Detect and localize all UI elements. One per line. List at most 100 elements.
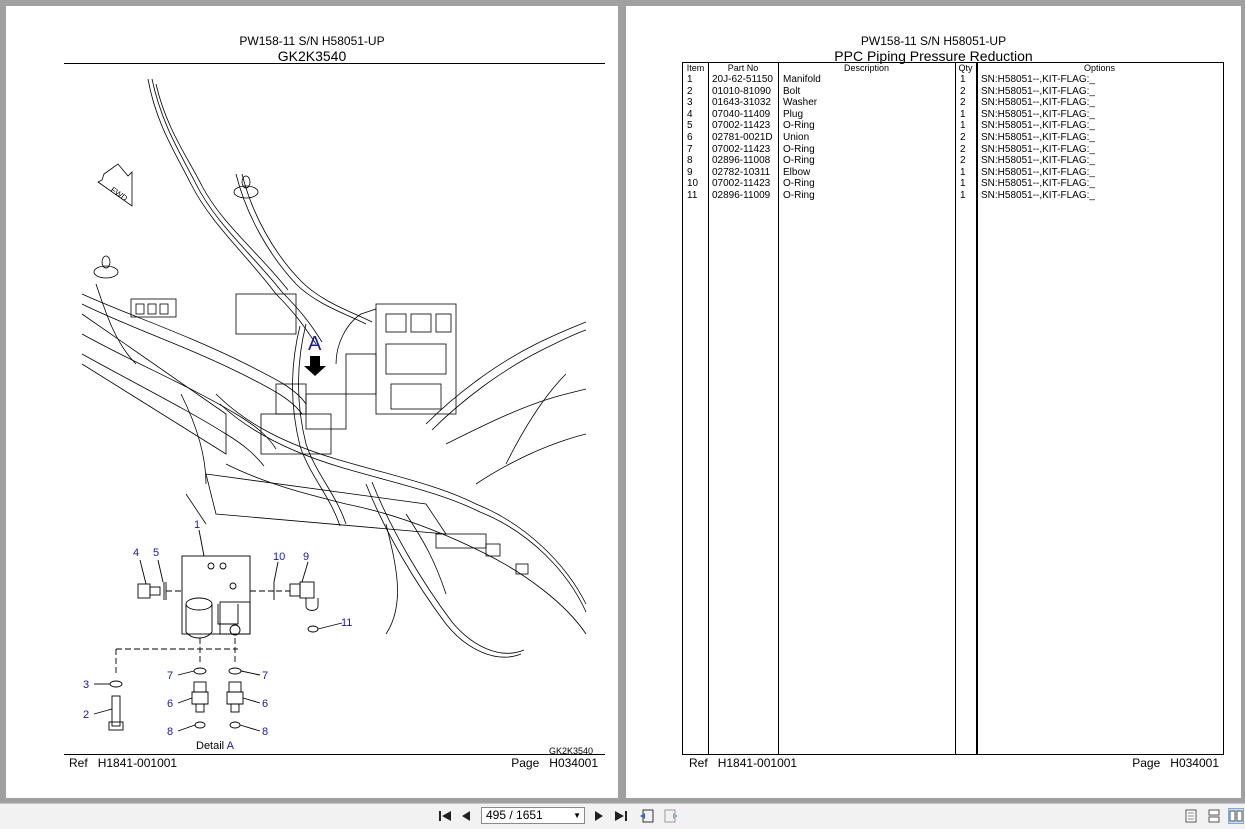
go-forward-icon[interactable] xyxy=(663,808,679,824)
cell-description: Manifold xyxy=(783,74,821,85)
cell-options: SN:H58051--,KIT-FLAG:_ xyxy=(981,155,1095,167)
callout-5: 5 xyxy=(153,547,159,559)
cell-description: O-Ring xyxy=(783,178,815,190)
cell-item: 6 xyxy=(687,132,693,143)
parts-exploded-diagram: FWD A xyxy=(81,78,593,756)
callout-7-right: 7 xyxy=(262,670,268,682)
cell-qty: 1 xyxy=(960,166,966,178)
cell-options: SN:H58051--,KIT-FLAG:_ xyxy=(981,143,1095,155)
right-footer-page: Page H034001 xyxy=(1132,756,1219,770)
cell-part-no: 01643-31032 xyxy=(712,97,771,109)
cell-part-no: 07002-11423 xyxy=(712,143,771,155)
cell-part-no: 07002-11423 xyxy=(712,120,771,132)
cell-options: SN:H58051--,KIT-FLAG:_ xyxy=(981,85,1095,97)
cell-options: SN:H58051--,KIT-FLAG:_ xyxy=(981,166,1095,178)
cell-item: 8 xyxy=(687,155,693,167)
cell-description: Washer xyxy=(783,97,818,109)
cell-qty: 1 xyxy=(960,120,966,132)
left-footer-ref: Ref H1841-001001 xyxy=(69,756,178,770)
callout-6-left: 6 xyxy=(167,698,173,710)
cell-qty: 2 xyxy=(960,85,966,97)
cell-description: Plug xyxy=(783,108,804,120)
cell-part-no: 07002-11423 xyxy=(712,178,771,190)
go-back-icon[interactable] xyxy=(639,808,655,824)
cell-part-no: 02896-11008 xyxy=(712,155,771,167)
cell-options: SN:H58051--,KIT-FLAG:_ xyxy=(981,120,1095,132)
continuous-view-icon[interactable] xyxy=(1206,808,1222,824)
cell-part-no: 20J-62-51150 xyxy=(712,74,773,85)
callout-4: 4 xyxy=(133,547,139,559)
fwd-label: FWD xyxy=(109,185,129,203)
cell-description: Elbow xyxy=(783,166,811,178)
table-row: 1 20J-62-51150 Manifold 1 SN:H58051--,KIT-FL… xyxy=(683,74,1223,86)
callout-9: 9 xyxy=(303,551,309,563)
cell-item: 3 xyxy=(687,97,693,109)
table-row: 10 07002-11423 O-Ring 1 SN:H58051--,KIT-FLAG… xyxy=(683,178,1223,190)
column-header-part-no: Part No xyxy=(727,63,759,73)
drawing-id-stamp: GK2K3540 xyxy=(549,746,593,756)
callout-6-right: 6 xyxy=(262,698,268,710)
cell-description: O-Ring xyxy=(783,143,815,155)
cell-options: SN:H58051--,KIT-FLAG:_ xyxy=(981,178,1095,190)
single-page-view-icon[interactable] xyxy=(1183,808,1199,824)
two-page-view-icon[interactable] xyxy=(1228,808,1244,824)
cell-part-no: 02781-0021D xyxy=(712,132,773,143)
callout-8-right: 8 xyxy=(262,726,268,738)
chevron-down-icon[interactable]: ▼ xyxy=(573,811,581,820)
first-page-icon[interactable] xyxy=(437,808,453,824)
column-header-item: Item xyxy=(686,63,705,73)
callout-10: 10 xyxy=(273,551,285,563)
left-document-page: PW158-11 S/N H58051-UP GK2K3540 xyxy=(6,6,618,798)
cell-options: SN:H58051--,KIT-FLAG:_ xyxy=(981,74,1095,85)
cell-item: 2 xyxy=(687,85,693,97)
callout-1: 1 xyxy=(194,519,200,531)
cell-qty: 2 xyxy=(960,143,966,155)
cell-description: O-Ring xyxy=(783,155,815,167)
right-document-page: PW158-11 S/N H58051-UP PPC Piping Pressu… xyxy=(626,6,1241,798)
right-page-header-title: PPC Piping Pressure Reduction xyxy=(834,48,1033,64)
cell-description: Union xyxy=(783,132,810,143)
arrow-a-label: A xyxy=(308,333,322,355)
page-number-input[interactable]: 495 / 1651 ▼ xyxy=(481,807,585,824)
column-header-qty: Qty xyxy=(958,63,973,73)
cell-options: SN:H58051--,KIT-FLAG:_ xyxy=(981,108,1095,120)
last-page-icon[interactable] xyxy=(613,808,629,824)
cell-description: Bolt xyxy=(783,85,801,97)
cell-options: SN:H58051--,KIT-FLAG:_ xyxy=(981,190,1095,201)
table-row: 5 07002-11423 O-Ring 1 SN:H58051--,KIT-FLAG:… xyxy=(683,120,1223,132)
cell-item: 9 xyxy=(687,166,693,178)
cell-item: 1 xyxy=(687,74,693,85)
cell-part-no: 02896-11009 xyxy=(712,190,771,201)
previous-page-icon[interactable] xyxy=(458,808,474,824)
left-page-header-drawing-id: GK2K3540 xyxy=(277,48,347,64)
cell-qty: 2 xyxy=(960,97,966,109)
header-rule xyxy=(64,63,605,64)
callout-2: 2 xyxy=(83,709,89,721)
cell-qty: 1 xyxy=(960,74,966,85)
cell-description: O-Ring xyxy=(783,120,815,132)
cell-item: 4 xyxy=(687,108,693,120)
right-footer-ref: Ref H1841-001001 xyxy=(689,756,798,770)
down-arrow-icon xyxy=(304,356,326,376)
next-page-icon[interactable] xyxy=(591,808,607,824)
cell-part-no: 01010-81090 xyxy=(712,85,771,97)
cell-item: 10 xyxy=(687,178,699,190)
callout-7-left: 7 xyxy=(167,670,173,682)
cell-item: 5 xyxy=(687,120,693,132)
callout-3: 3 xyxy=(83,679,89,691)
cell-qty: 2 xyxy=(960,132,966,143)
cell-part-no: 07040-11409 xyxy=(712,108,771,120)
cell-description: O-Ring xyxy=(783,190,815,201)
left-page-header-model: PW158-11 S/N H58051-UP xyxy=(239,34,385,48)
viewer-toolbar: 495 / 1651 ▼ xyxy=(0,803,1245,829)
cell-qty: 1 xyxy=(960,108,966,120)
cell-qty: 1 xyxy=(960,178,966,190)
footer-rule xyxy=(64,754,605,755)
